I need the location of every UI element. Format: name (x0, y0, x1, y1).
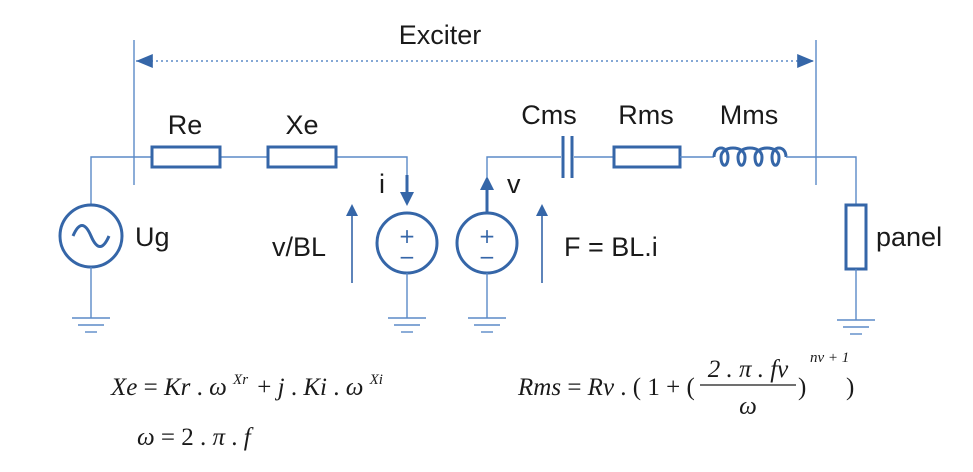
rms-one: 1 (647, 374, 660, 401)
resistor-xe (266, 145, 338, 169)
exciter-label: Exciter (399, 20, 482, 50)
xe-plus: + (257, 374, 271, 401)
rms-lhs: Rms (517, 374, 561, 401)
xe-kr: Kr (163, 374, 191, 401)
xe-ki: Ki (302, 374, 327, 401)
source-left-plus-sign: + (399, 224, 416, 248)
exciter-span: Exciter (133, 20, 817, 185)
inductor-mms (712, 146, 788, 167)
rms-close-paren: ) (846, 374, 854, 401)
rms-numerator: 2 . π . fv (708, 356, 789, 383)
wire-source-cms (486, 156, 561, 178)
ground-symbol (72, 317, 110, 333)
omega-pi: π (213, 424, 227, 451)
svg-text:Rms = Rv .: Rms = Rv . ( 1 + ( (517, 374, 695, 401)
velocity-arrowhead-v (480, 176, 494, 190)
omega-equals: = (161, 424, 175, 451)
source-left-minus-sign: − (399, 245, 416, 269)
label-panel: panel (876, 222, 942, 252)
omega-dot1: . (200, 424, 213, 451)
label-re: Re (168, 110, 203, 140)
svg-text:Xe = Kr .: Xe = Kr . ω Xr + j . Ki . ω Xi (110, 363, 383, 401)
xe-j: j (275, 374, 285, 401)
mechanical-circuit: + − v F = BL.i Cms Rms Mms panel (455, 100, 942, 335)
ground-symbol (837, 319, 875, 335)
label-v: v (507, 169, 521, 199)
ground-symbol (388, 317, 426, 333)
xe-exp1: Xr (232, 372, 248, 388)
rms-exponent: nv + 1 (810, 350, 849, 366)
rms-rv: Rv (587, 374, 615, 401)
label-cms: Cms (521, 100, 577, 130)
voltage-arrowhead-v-bl (346, 204, 358, 216)
wire-mms-panel (786, 156, 857, 205)
xe-equals: = (144, 374, 158, 401)
xe-dot2: . (291, 374, 304, 401)
wire-xe-dep-source (336, 156, 408, 198)
resistor-re (150, 145, 222, 169)
equation-omega: ω = 2 . π . f (137, 424, 254, 451)
label-rms: Rms (618, 100, 674, 130)
xe-dot3: . (333, 374, 346, 401)
panel-impedance (844, 203, 868, 271)
wire-top-left (90, 156, 152, 205)
label-force: F = BL.i (564, 232, 658, 262)
equation-rms: Rms = Rv . ( 1 + ( 2 . π . fv ω ) nv + 1… (517, 350, 854, 420)
xe-omega1: ω (209, 374, 227, 401)
rms-equals: = (567, 374, 581, 401)
xe-omega2: ω (346, 374, 364, 401)
omega-lhs: ω (137, 424, 155, 451)
force-arrowhead (536, 204, 548, 216)
label-mms: Mms (720, 100, 778, 130)
rms-denominator: ω (739, 393, 757, 420)
equation-xe: Xe = Kr . ω Xr + j . Ki . ω Xi (110, 363, 383, 401)
label-ug: Ug (135, 222, 170, 252)
xe-exp2: Xi (369, 372, 383, 388)
label-xe: Xe (285, 110, 318, 140)
omega-two: 2 (181, 424, 194, 451)
current-arrowhead-i (400, 192, 414, 206)
resistor-rms (612, 145, 682, 169)
omega-f: f (244, 424, 254, 451)
rms-plus: + (666, 374, 680, 401)
omega-dot2: . (231, 424, 244, 451)
xe-dot1: . (197, 374, 210, 401)
svg-text:ω = 2 .: ω = 2 . π . f (137, 424, 254, 451)
rms-open-paren: ( (633, 374, 641, 401)
ground-symbol (468, 317, 506, 333)
rms-inner-open: ( (686, 374, 694, 401)
rms-inner-close: ) (798, 374, 806, 401)
rms-dot: . (620, 374, 633, 401)
source-right-plus-sign: + (479, 224, 496, 248)
sine-wave-icon (71, 224, 111, 248)
source-right-minus-sign: − (479, 245, 496, 269)
label-i: i (379, 169, 385, 199)
electrical-circuit: Re Xe Ug i + − v/BL (58, 110, 439, 333)
xe-lhs: Xe (110, 374, 137, 401)
label-v-bl: v/BL (272, 232, 326, 262)
